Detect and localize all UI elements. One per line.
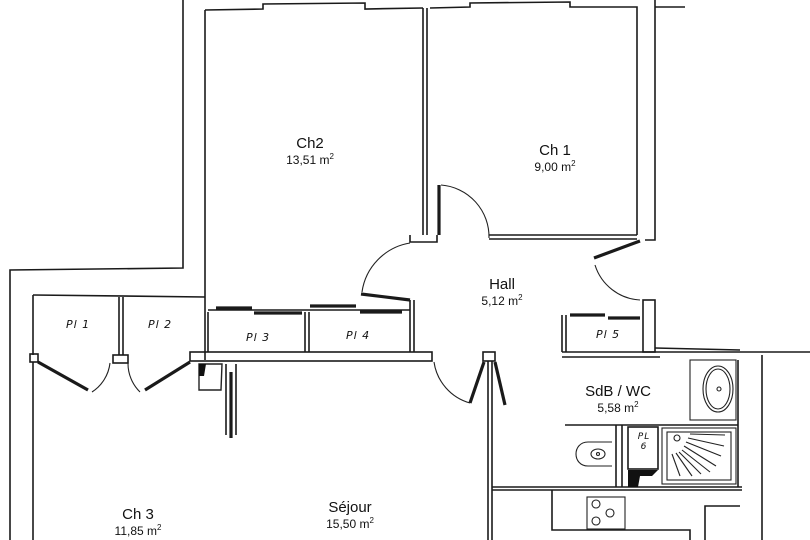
room-area: 5,58 m2 bbox=[597, 400, 639, 415]
room-ch3: Ch 3 11,85 m2 bbox=[98, 506, 178, 538]
closets-pl1-pl2 bbox=[29, 294, 206, 540]
room-area: 9,00 m2 bbox=[534, 159, 576, 174]
shower-icon bbox=[661, 427, 737, 485]
kitchen-counter bbox=[551, 490, 740, 540]
wall-sejour-top bbox=[189, 351, 507, 540]
room-name: Ch2 bbox=[296, 135, 324, 152]
room-area: 5,12 m2 bbox=[481, 293, 523, 308]
room-sdb-wc: SdB / WC 5,58 m2 bbox=[568, 383, 668, 415]
room-name: Séjour bbox=[328, 499, 372, 516]
room-area: 13,51 m2 bbox=[286, 152, 334, 167]
room-ch1: Ch 1 9,00 m2 bbox=[515, 142, 595, 174]
room-name: Ch 1 bbox=[539, 142, 571, 159]
toilet-icon bbox=[575, 441, 612, 467]
closet-label-pl6: PL 6 bbox=[637, 432, 651, 452]
room-area: 11,85 m2 bbox=[114, 523, 162, 538]
room-name: Hall bbox=[489, 276, 515, 293]
exterior-walls bbox=[9, 0, 685, 540]
room-name: Ch 3 bbox=[122, 506, 154, 523]
closets-pl3-pl4 bbox=[207, 304, 410, 352]
bathroom bbox=[492, 360, 742, 491]
washbasin-icon bbox=[689, 359, 737, 421]
cooktop-icon bbox=[586, 496, 626, 530]
closet-label-pl3: Pl 3 bbox=[246, 331, 271, 344]
wall-ch2-hall bbox=[360, 242, 415, 352]
room-name: SdB / WC bbox=[585, 383, 651, 400]
wall-ch2-ch1 bbox=[409, 8, 641, 301]
room-sejour: Séjour 15,50 m2 bbox=[310, 499, 390, 531]
closet-label-pl4: Pl 4 bbox=[346, 329, 371, 342]
closet-label-pl2: Pl 2 bbox=[148, 318, 173, 331]
closet-pl5 bbox=[561, 299, 810, 540]
closet-label-pl1: Pl 1 bbox=[66, 318, 91, 331]
closet-label-pl5: Pl 5 bbox=[596, 328, 621, 341]
door-swing-ch1 bbox=[440, 184, 490, 239]
room-ch2: Ch2 13,51 m2 bbox=[270, 135, 350, 167]
room-area: 15,50 m2 bbox=[326, 516, 374, 531]
room-hall: Hall 5,12 m2 bbox=[462, 276, 542, 308]
